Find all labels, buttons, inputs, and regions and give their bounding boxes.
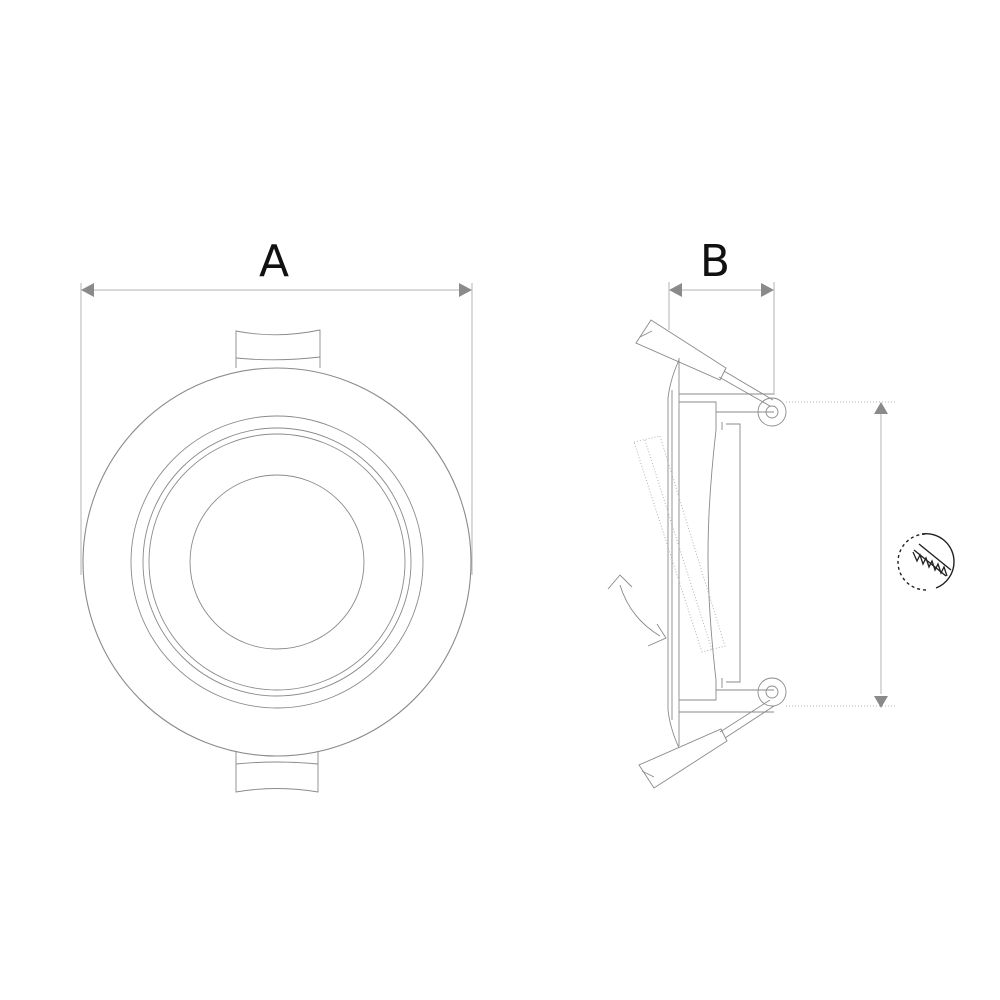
inner-ring-inner bbox=[148, 433, 406, 691]
lens-circle bbox=[189, 474, 365, 650]
dimension-b-label: B bbox=[700, 236, 730, 287]
top-pivot bbox=[757, 397, 787, 427]
dimension-a-label: A bbox=[259, 236, 289, 287]
inner-ring-middle bbox=[142, 427, 412, 697]
dimension-a: A bbox=[80, 236, 473, 575]
dimension-a-right-arrowhead bbox=[459, 283, 472, 297]
rotation-arrow-icon bbox=[607, 574, 667, 647]
housing-body bbox=[679, 393, 774, 713]
top-spring-clip bbox=[635, 319, 774, 407]
bottom-pivot bbox=[757, 677, 787, 707]
trim-flange bbox=[667, 358, 680, 749]
top-mounting-clip bbox=[235, 329, 321, 368]
side-view bbox=[607, 319, 787, 789]
dimension-b: B bbox=[668, 236, 775, 395]
dimension-b-right-arrowhead bbox=[761, 283, 774, 297]
bottom-mounting-clip bbox=[235, 752, 319, 793]
cutout-bottom-arrowhead bbox=[874, 696, 888, 708]
dimension-a-left-arrowhead bbox=[81, 283, 94, 297]
dimension-b-left-arrowhead bbox=[669, 283, 682, 297]
front-view bbox=[82, 329, 472, 793]
tilted-lamp-module bbox=[633, 435, 726, 653]
bottom-spring-clip bbox=[638, 699, 775, 789]
saw-cutout-icon bbox=[897, 533, 955, 591]
cutout-dimension bbox=[786, 401, 896, 708]
outer-trim-ring bbox=[82, 367, 472, 757]
cutout-top-arrowhead bbox=[874, 402, 888, 414]
inner-ring-outer bbox=[130, 415, 424, 709]
